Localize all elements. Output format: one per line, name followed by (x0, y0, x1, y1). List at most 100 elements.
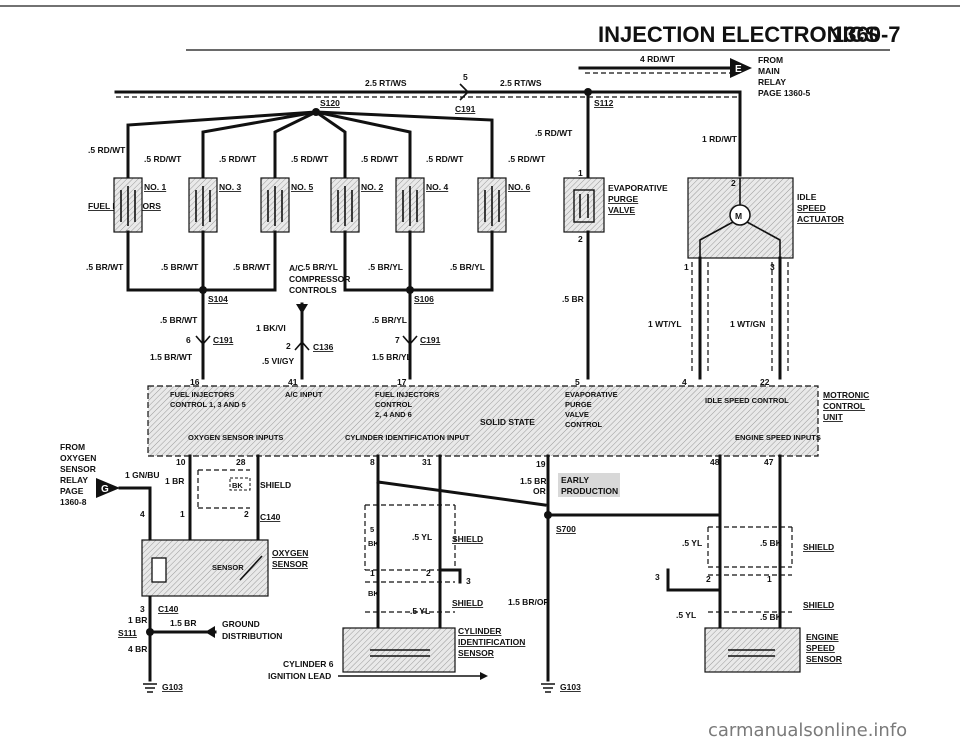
early-badge-bg (558, 473, 620, 497)
ecu-pin-41: 41 (288, 377, 298, 387)
early-badge-2: PRODUCTION (561, 486, 618, 496)
early-wire-1: 1.5 BR/ (520, 476, 549, 486)
fuel-injectors-group: NO. 1 .5 RD/WT .5 BR/WT NO. 3.5 RD/WT.5 BR/… (86, 154, 546, 272)
injector-label: NO. 1 (144, 182, 166, 192)
ecu-pin-10: 10 (176, 457, 186, 467)
ecu-pin-47: 47 (764, 457, 774, 467)
ecu-pin-17: 17 (397, 377, 407, 387)
injector-bottom-wire: .5 BR/WT (86, 262, 124, 272)
injector-coil-icon (337, 186, 353, 226)
ground-symbol-g103-left (143, 683, 157, 693)
wire-br-yl-d: 1.5 BR/YL (372, 352, 412, 362)
ground-g103-right: G103 (560, 682, 581, 692)
o2-bk-marker: BK (232, 481, 243, 490)
idle-label-1: IDLE (797, 192, 817, 202)
ecu-pin-8: 8 (370, 457, 375, 467)
cyl-pin-3: 3 (466, 576, 471, 586)
o2-from-2: OXYGEN (60, 453, 96, 463)
o2-label-2: SENSOR (272, 559, 308, 569)
o2-from-1: FROM (60, 442, 85, 452)
injector-coil-icon (484, 186, 500, 226)
splice-s106-label: S106 (414, 294, 434, 304)
splice-s120-label: S120 (320, 98, 340, 108)
c136-pin-2: 2 (286, 341, 291, 351)
connector-c191-left: C191 (213, 335, 234, 345)
o2-inner-label: SENSOR (212, 563, 244, 572)
c140-pin-1: 1 (180, 509, 185, 519)
speed-yl-lower: .5 YL (676, 610, 696, 620)
wire-rd-wt-bus: .5 RD/WT (88, 145, 126, 155)
cyl-bk-upper: BK (368, 539, 379, 548)
speed-yl-upper: .5 YL (682, 538, 702, 548)
ecu-label-2: CONTROL (823, 401, 865, 411)
fuel-injector-2: NO. 3.5 RD/WT.5 BR/WT (161, 154, 257, 272)
bullet-e-arrow (730, 58, 752, 78)
cyl-lead-1: CYLINDER 6 (283, 659, 334, 669)
evap-pin-2: 2 (578, 234, 583, 244)
cyl-pin-5: 5 (370, 525, 374, 534)
ecu-ac-input: A/C INPUT (285, 390, 323, 399)
splice-s112-label: S112 (594, 98, 614, 108)
wire-o2-br: 1 BR (165, 476, 184, 486)
injector-label: NO. 3 (219, 182, 241, 192)
ecu-fuel135-2: CONTROL 1, 3 AND 5 (170, 400, 246, 409)
speed-shield-lower: SHIELD (803, 600, 834, 610)
fuel-injector-3: NO. 5.5 RD/WT.5 BR/WT (233, 154, 329, 272)
speed-label-2: SPEED (806, 643, 835, 653)
ac-arrow (296, 304, 308, 314)
ecu-evap-4: CONTROL (565, 420, 602, 429)
injector-coil-icon (267, 186, 283, 226)
ecu-evap-2: PURGE (565, 400, 592, 409)
speed-pin-1: 1 (767, 574, 772, 584)
fuel-injector-6: NO. 6.5 RD/WT.5 BR/YL (450, 154, 546, 272)
cyl-shield-upper: SHIELD (452, 534, 483, 544)
motor-label: M (735, 211, 742, 221)
speed-bk-upper: .5 BK (760, 538, 783, 548)
bullet-g-arrow (96, 478, 120, 498)
ecu-fuel246-3: 2, 4 AND 6 (375, 410, 412, 419)
ground-arrow (205, 626, 215, 638)
wire-4-rd-wt-label: 4 RD/WT (640, 54, 676, 64)
early-production-branch: S700 1.5 BR/ OR EARLY PRODUCTION 1.5 BR/… (376, 454, 722, 693)
injector-label: NO. 6 (508, 182, 530, 192)
fuel-injector-4: NO. 2.5 RD/WT.5 BR/YL (303, 154, 399, 272)
evap-label-1: EVAPORATIVE (608, 183, 668, 193)
speed-bk-lower: .5 BK (760, 612, 783, 622)
o2-from-6: 1360-8 (60, 497, 87, 507)
injector-top-wire: .5 RD/WT (291, 154, 329, 164)
c191-pin-6: 6 (186, 335, 191, 345)
ecu-cyl: CYLINDER IDENTIFICATION INPUT (345, 433, 470, 442)
speed-label-1: ENGINE (806, 632, 839, 642)
ecu-fuel246-1: FUEL INJECTORS (375, 390, 439, 399)
cyl-shield-lower: SHIELD (452, 598, 483, 608)
connector-c191-top: C191 (455, 104, 476, 114)
idle-speed-actuator: M 2 1 3 IDLE SPEED ACTUATOR 1 WT/YL 1 WT… (648, 177, 844, 387)
cylinder-id-sensor: 5 BK .5 YL SHIELD 1 2 3 BK .5 YL SHIELD … (268, 454, 525, 681)
from-main-relay-line2: MAIN (758, 66, 780, 76)
ecu-pin-19: 19 (536, 459, 546, 469)
ecu-label-1: MOTRONIC (823, 390, 869, 400)
connector-c191-right: C191 (420, 335, 441, 345)
wire-br-yl-c: .5 BR/YL (372, 315, 407, 325)
evap-label-3: VALVE (608, 205, 635, 215)
idle-pin-1: 1 (684, 262, 689, 272)
bullet-e-label: E (735, 64, 742, 75)
speed-pin-3: 3 (655, 572, 660, 582)
from-main-relay-line1: FROM (758, 55, 783, 65)
ground-g103-left: G103 (162, 682, 183, 692)
speed-label-3: SENSOR (806, 654, 842, 664)
wire-br-wt-b: 1.5 BR/WT (150, 352, 193, 362)
idle-label-3: ACTUATOR (797, 214, 844, 224)
wire-2-5-rt-ws-left: 2.5 RT/WS (365, 78, 407, 88)
ecu-idle: IDLE SPEED CONTROL (705, 396, 789, 405)
speed-pin-2: 2 (706, 574, 711, 584)
c191-pin-7: 7 (395, 335, 400, 345)
cyl-lead-2: IGNITION LEAD (268, 671, 331, 681)
injector-label: NO. 5 (291, 182, 313, 192)
early-badge-1: EARLY (561, 475, 589, 485)
ecu-o2: OXYGEN SENSOR INPUTS (188, 433, 283, 442)
cyl-label-3: SENSOR (458, 648, 494, 658)
wire-ground-1br: 1 BR (128, 615, 147, 625)
c140-pin-4: 4 (140, 509, 145, 519)
